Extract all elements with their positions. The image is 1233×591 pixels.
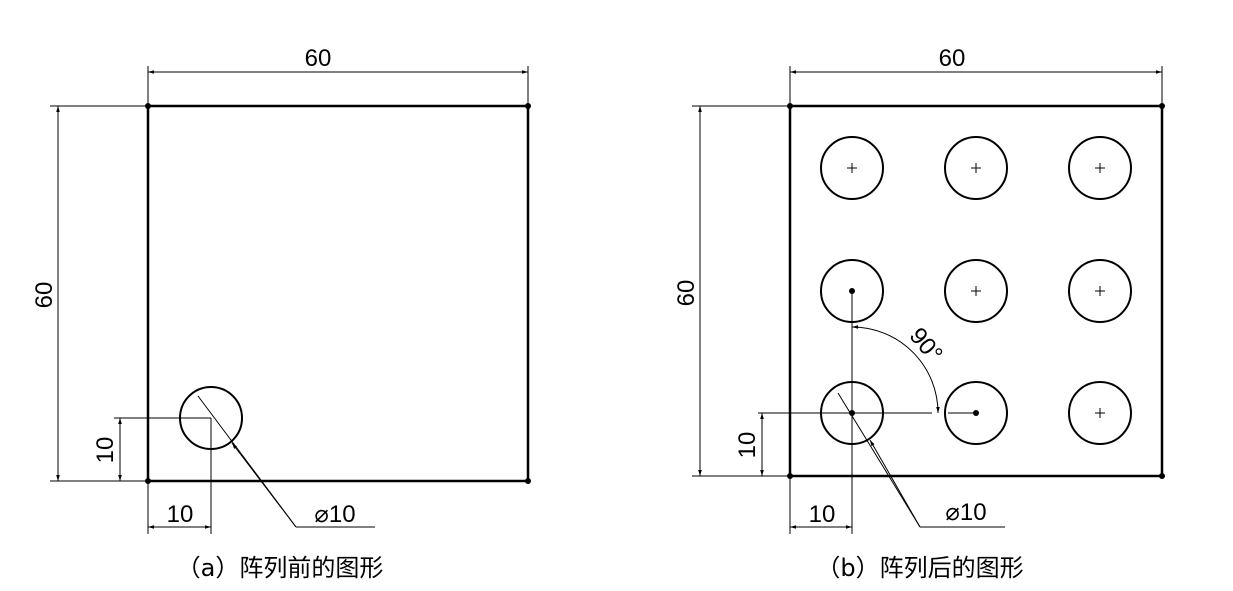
hole-pattern (820, 136, 1132, 445)
hole-x-offset: 10 (809, 501, 836, 528)
hole (944, 136, 1008, 200)
hole-center-mark (1095, 163, 1105, 173)
height-dimension: 60 (31, 282, 58, 309)
width-dimension: 60 (939, 45, 966, 72)
angle-arc (851, 325, 940, 414)
hole (944, 259, 1008, 323)
plate-outline (146, 104, 530, 483)
width-dimension: 60 (305, 45, 332, 72)
hole (1068, 136, 1132, 200)
caption-b: （b）阵列后的图形 (816, 554, 1023, 582)
hole-diameter: ⌀10 (314, 501, 355, 528)
plate-outline (788, 104, 1164, 478)
hole-center-mark (971, 163, 981, 173)
caption-a: （a）阵列前的图形 (177, 554, 384, 582)
hole-y-offset: 10 (92, 437, 119, 464)
hole-x-offset: 10 (167, 501, 194, 528)
hole-diameter: ⌀10 (945, 499, 986, 526)
panel-b: 60 60 10 10 90° ⌀10 （b）阵列后的图形 (673, 45, 1165, 582)
hole (820, 136, 884, 200)
pattern-angle: 90° (904, 323, 948, 368)
hole-center-mark (1095, 286, 1105, 296)
hole (1068, 381, 1132, 445)
hole (1068, 259, 1132, 323)
hole-center-mark (971, 286, 981, 296)
hole-y-offset: 10 (734, 432, 761, 459)
hole-center-mark (847, 163, 857, 173)
hole-center-mark (1095, 408, 1105, 418)
panel-a: 60 60 10 10 ⌀10 （a）阵列前的图形 (31, 45, 531, 582)
hole (944, 381, 1008, 445)
height-dimension: 60 (673, 280, 700, 307)
